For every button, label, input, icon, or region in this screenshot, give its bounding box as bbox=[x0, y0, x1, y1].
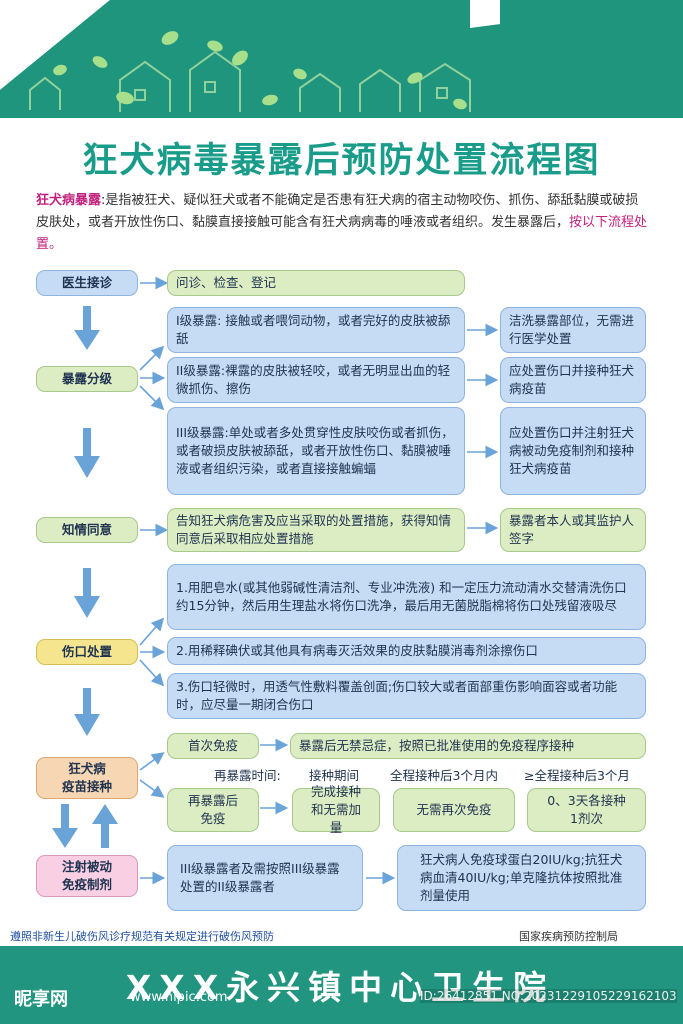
level-2-action: 应处置伤口并接种狂犬病疫苗 bbox=[500, 357, 646, 403]
wound-step-3: 3.伤口轻微时，用透气性敷料覆盖创面;伤口较大或者面部重伤影响面容或者功能时，应… bbox=[167, 673, 646, 719]
step-vaccine: 狂犬病 疫苗接种 bbox=[36, 757, 138, 799]
watermark-brand: 昵享网 bbox=[14, 989, 68, 1010]
re-exposure-label: 再暴露时间: bbox=[214, 768, 281, 783]
wound-step-2: 2.用稀释碘伏或其他具有病毒灭活效果的皮肤黏膜消毒剂涂擦伤口 bbox=[167, 637, 646, 665]
tetanus-note: 遵照非新生儿破伤风诊疗规范有关规定进行破伤风预防 bbox=[10, 930, 274, 943]
step-doctor: 医生接诊 bbox=[36, 270, 138, 296]
re-exposure-period-2: 全程接种后3个月内 bbox=[390, 768, 498, 783]
level-3-action: 应处置伤口并注射狂犬病被动免疫制剂和接种狂犬病疫苗 bbox=[500, 407, 646, 495]
issuing-organization: 国家疾病预防控制局 bbox=[519, 930, 618, 943]
watermark-url: www.nipic.com bbox=[130, 990, 228, 1005]
outcome-within-3-months: 无需再次免疫 bbox=[393, 788, 515, 832]
step-exposure-grading: 暴露分级 bbox=[36, 366, 138, 392]
intro-tail: 按以下流程处置。 bbox=[36, 215, 648, 252]
level-2-description: II级暴露:裸露的皮肤被轻咬，或者无明显出血的轻微抓伤、擦伤 bbox=[167, 357, 465, 403]
consent-detail: 告知狂犬病危害及应当采取的处置措施，获得知情同意后采取相应处置措施 bbox=[167, 508, 465, 552]
passive-dosage: 狂犬病人免疫球蛋白20IU/kg;抗狂犬病血清40IU/kg;单克隆抗体按照批准… bbox=[397, 845, 646, 911]
passive-recipients: III级暴露者及需按照III级暴露处置的II级暴露者 bbox=[167, 845, 363, 911]
re-exposure-period-1: 接种期间 bbox=[309, 768, 360, 783]
footer-band bbox=[0, 946, 683, 1024]
intro-term: 狂犬病暴露 bbox=[36, 193, 102, 208]
intro-paragraph: 狂犬病暴露:是指被狂犬、疑似狂犬或者不能确定是否患有狂犬病的宿主动物咬伤、抓伤、… bbox=[36, 190, 648, 256]
step-informed-consent: 知情同意 bbox=[36, 517, 138, 543]
page-title: 狂犬病毒暴露后预防处置流程图 bbox=[82, 141, 601, 181]
roof-header-graphic bbox=[0, 0, 683, 118]
level-1-action: 洁洗暴露部位，无需进行医学处置 bbox=[500, 307, 646, 353]
leaf-decoration bbox=[53, 31, 467, 110]
vaccine-first-detail: 暴露后无禁忌症，按照已批准使用的免疫程序接种 bbox=[290, 733, 646, 759]
step-wound-treatment: 伤口处置 bbox=[36, 639, 138, 665]
house-silhouettes-decoration bbox=[29, 50, 471, 112]
outcome-during-course: 完成接种和无需加量 bbox=[292, 784, 380, 835]
step-passive-immunization: 注射被动 免疫制剂 bbox=[36, 855, 138, 897]
consent-signature: 暴露者本人或其监护人签字 bbox=[500, 508, 646, 552]
re-exposure-period-3: ≥全程接种后3个月 bbox=[524, 768, 630, 783]
doctor-detail: 问诊、检查、登记 bbox=[167, 270, 465, 296]
wound-step-1: 1.用肥皂水(或其他弱碱性清洁剂、专业冲洗液) 和一定压力流动清水交替清洗伤口约… bbox=[167, 564, 646, 630]
re-exposure-immunization: 再暴露后免疫 bbox=[167, 788, 259, 832]
watermark-id: ID:26412851 NO:20231229105229162103 bbox=[420, 989, 677, 1003]
outcome-after-3-months: 0、3天各接种1剂次 bbox=[527, 788, 646, 832]
level-3-description: III级暴露:单处或者多处贯穿性皮肤咬伤或者抓伤，或者破损皮肤被舔舐，或者开放性… bbox=[167, 407, 465, 495]
intro-text: :是指被狂犬、疑似狂犬或者不能确定是否患有狂犬病的宿主动物咬伤、抓伤、舔舐黏膜或… bbox=[36, 193, 639, 230]
hospital-name: XXX永兴镇中心卫生院 bbox=[125, 968, 555, 1007]
vaccine-first-immunization: 首次免疫 bbox=[167, 733, 259, 759]
level-1-description: I级暴露: 接触或者喂饲动物，或者完好的皮肤被舔舐 bbox=[167, 307, 465, 353]
